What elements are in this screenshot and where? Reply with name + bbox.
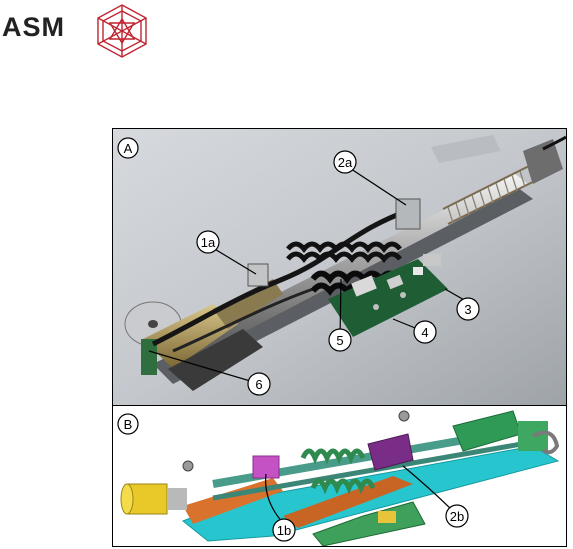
- callout-4: 4: [414, 321, 436, 343]
- yellow-cylinder: [121, 484, 187, 514]
- callout-1b: 1b: [273, 519, 295, 541]
- callout-1a: 1a: [197, 231, 219, 253]
- svg-text:1b: 1b: [277, 523, 291, 538]
- svg-text:5: 5: [336, 333, 343, 348]
- callout-3: 3: [457, 298, 479, 320]
- panel-a-badge: A: [118, 138, 138, 158]
- svg-text:3: 3: [464, 302, 471, 317]
- figure: A 1a 2a 3: [112, 128, 567, 547]
- callout-2b: 2b: [446, 505, 468, 527]
- svg-text:B: B: [124, 417, 133, 432]
- company-logo-icon: [92, 3, 152, 59]
- svg-text:A: A: [124, 141, 133, 156]
- svg-text:2b: 2b: [450, 509, 464, 524]
- callout-5: 5: [329, 329, 351, 351]
- svg-text:1a: 1a: [201, 235, 216, 250]
- panel-a-photo: A 1a 2a 3: [113, 129, 566, 406]
- svg-text:2a: 2a: [338, 155, 353, 170]
- company-logo-text: ASM: [2, 14, 65, 41]
- svg-text:6: 6: [255, 377, 262, 392]
- svg-text:4: 4: [421, 325, 428, 340]
- callout-2a: 2a: [334, 151, 356, 173]
- callout-6: 6: [248, 373, 270, 395]
- panel-b-render: B 1b 2b: [113, 406, 566, 546]
- panel-b-badge: B: [118, 414, 138, 434]
